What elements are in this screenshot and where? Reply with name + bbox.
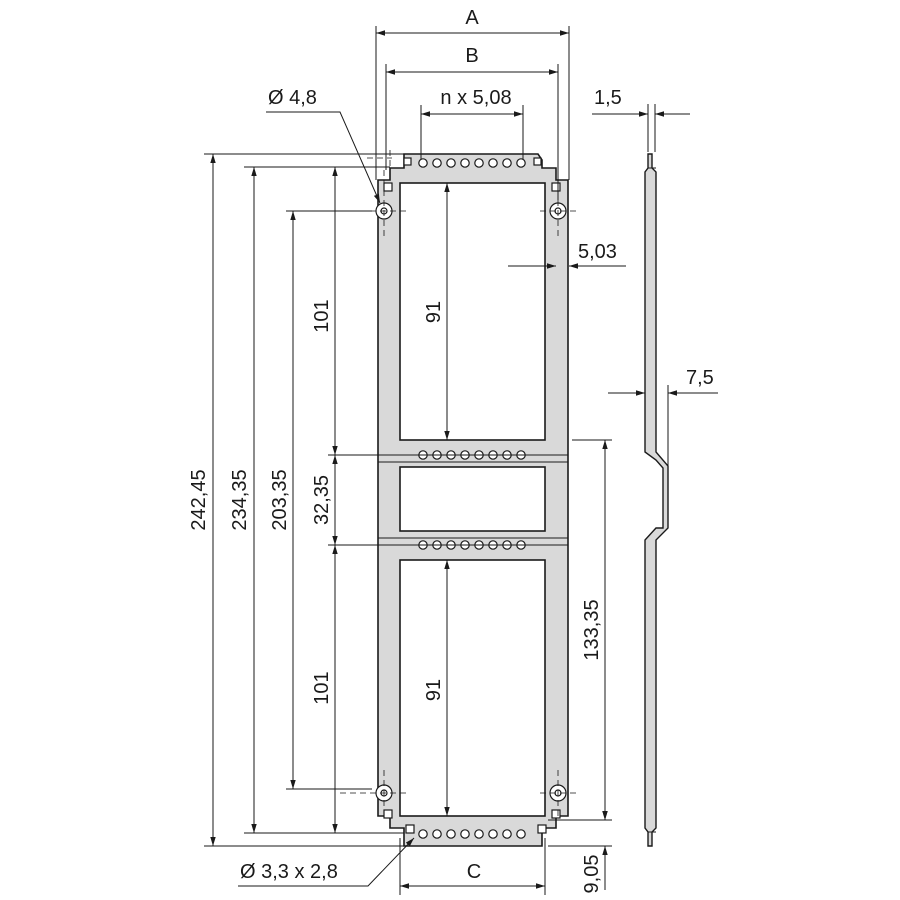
terminal-hole [418, 158, 428, 168]
corner-slot [383, 809, 393, 819]
mid-32-label: 32,35 [311, 475, 333, 525]
offset-profile-label: 7,5 [686, 367, 714, 389]
terminal-hole [502, 829, 512, 839]
lower-window [399, 559, 546, 817]
bottom-dimensions: C Ø 3,3 x 2,8 [238, 837, 546, 895]
pitch-label: n x 5,08 [440, 87, 511, 109]
dimension-c-label: C [467, 861, 481, 883]
dimension-b-label: B [465, 45, 478, 67]
terminal-hole [474, 829, 484, 839]
height-total-label: 242,45 [188, 469, 210, 530]
terminal-hole [460, 829, 470, 839]
bottom-905-label: 9,05 [581, 855, 603, 894]
upper-101-label: 101 [311, 299, 333, 332]
corner-slot [537, 824, 547, 834]
edge-offset-label: 5,03 [578, 241, 617, 263]
terminal-hole [516, 829, 526, 839]
hole-small-leader [238, 837, 415, 887]
terminal-hole [460, 158, 470, 168]
plate-front-view [340, 150, 580, 847]
terminal-hole [474, 158, 484, 168]
terminal-hole-rows [418, 158, 526, 839]
corner-slot [403, 157, 412, 166]
height-2-label: 234,35 [229, 469, 251, 530]
corner-slot [551, 809, 561, 819]
terminal-hole [446, 829, 456, 839]
height-3-label: 203,35 [269, 469, 291, 530]
dimension-a-label: A [465, 7, 479, 29]
terminal-hole [502, 158, 512, 168]
upper-window [399, 182, 546, 441]
right-133-label: 133,35 [581, 599, 603, 660]
thickness-label: 1,5 [594, 87, 622, 109]
middle-window [399, 466, 546, 532]
top-dimensions: A B n x 5,08 Ø 4,8 [266, 7, 570, 204]
terminal-hole [446, 158, 456, 168]
side-profile-view: 1,5 7,5 [592, 87, 718, 847]
upper-91-label: 91 [423, 301, 445, 323]
terminal-hole [432, 158, 442, 168]
hole-large-leader [266, 111, 381, 204]
hole-small-label: Ø 3,3 x 2,8 [240, 861, 338, 883]
left-dimensions: 242,45 234,35 203,35 101 32,35 101 [188, 153, 568, 847]
right-dimensions: 5,03 133,35 9,05 [508, 241, 626, 893]
lower-91-label: 91 [423, 679, 445, 701]
terminal-hole [488, 158, 498, 168]
window-dimensions: 91 91 [423, 183, 450, 816]
terminal-hole [432, 829, 442, 839]
side-profile [644, 153, 669, 847]
terminal-hole [488, 829, 498, 839]
lower-101-label: 101 [311, 671, 333, 704]
corner-slot [383, 182, 393, 192]
terminal-hole [516, 158, 526, 168]
terminal-hole [418, 829, 428, 839]
corner-slot [533, 157, 542, 166]
hole-large-label: Ø 4,8 [268, 87, 317, 109]
corner-slot [551, 182, 561, 192]
corner-slot [405, 824, 415, 834]
